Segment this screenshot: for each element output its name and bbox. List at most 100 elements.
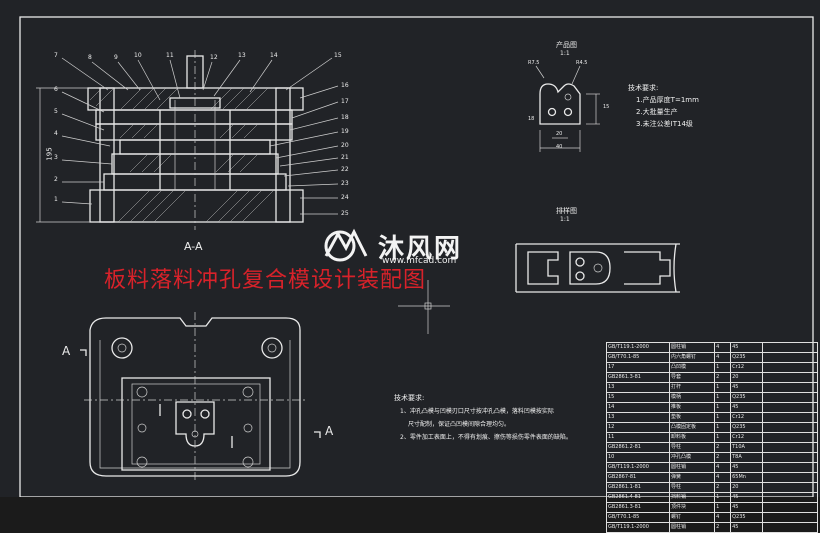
bom-cell: 14	[606, 402, 670, 413]
cursor-crosshair-icon	[398, 280, 450, 334]
bom-cell: GB2861.2-81	[606, 442, 670, 453]
bom-cell: GB/T70.1-85	[606, 512, 670, 523]
bom-cell	[761, 512, 819, 523]
drawing-title: 板料落料冲孔复合模设计装配图	[104, 268, 427, 293]
part-number: 4	[54, 130, 58, 137]
bom-cell	[761, 452, 819, 463]
part-number: 11	[166, 52, 174, 59]
part-number: 1	[54, 196, 58, 203]
bom-cell: T8A	[730, 452, 763, 463]
part-number: 20	[341, 142, 349, 149]
bom-cell	[761, 472, 819, 483]
bom-cell: 17	[606, 362, 670, 373]
bom-cell	[761, 442, 819, 453]
part-number: 8	[88, 54, 92, 61]
product-view-scale: 1:1	[560, 50, 570, 57]
bom-cell: 垫板	[668, 412, 716, 423]
bom-cell: Q235	[730, 392, 763, 403]
bom-cell: GB2861.3-81	[606, 502, 670, 513]
bom-cell	[761, 502, 819, 513]
product-dim: 20	[556, 131, 563, 137]
bom-cell	[761, 372, 819, 383]
bom-cell: 导柱	[668, 482, 716, 493]
bom-cell: Cr12	[730, 412, 763, 423]
bom-cell: 11	[606, 432, 670, 443]
product-dim: 15	[603, 104, 610, 110]
part-number: 14	[270, 52, 278, 59]
bom-cell: Q235	[730, 422, 763, 433]
bom-cell: 45	[730, 492, 763, 503]
bom-cell	[761, 422, 819, 433]
part-number: 9	[114, 54, 118, 61]
part-number: 5	[54, 108, 58, 115]
part-number: 12	[210, 54, 218, 61]
bom-cell	[761, 402, 819, 413]
bom-cell	[761, 522, 819, 533]
bom-cell: 凸模固定板	[668, 422, 716, 433]
part-number: 16	[341, 82, 349, 89]
part-number: 17	[341, 98, 349, 105]
product-view-title: 产品图	[556, 41, 577, 49]
tech-req-line: 2、零件加工表面上，不得有划痕、擦伤等损伤零件表面的缺陷。	[400, 434, 572, 441]
bom-cell	[761, 432, 819, 443]
bom-cell: 13	[606, 382, 670, 393]
bom-cell: 12	[606, 422, 670, 433]
part-number: 19	[341, 128, 349, 135]
product-dim: R7.5	[528, 60, 540, 66]
section-marker-right: A	[325, 424, 334, 438]
section-marker-left: A	[62, 344, 71, 358]
bom-cell: 导套	[668, 372, 716, 383]
watermark-logo-icon	[324, 228, 368, 262]
bom-cell: 2	[714, 522, 732, 533]
bom-cell: 4	[714, 462, 732, 473]
bom-cell: 凸凹模	[668, 362, 716, 373]
tech-req-line: 尺寸配制，保证凸凹模间隙合理均匀。	[408, 421, 511, 428]
part-number: 25	[341, 210, 349, 217]
strip-view-title: 排样图	[556, 207, 577, 215]
part-number: 7	[54, 52, 58, 59]
part-number: 2	[54, 176, 58, 183]
tech-req-heading: 技术要求:	[394, 394, 425, 402]
bom-cell	[761, 492, 819, 503]
bom-cell: 2	[714, 442, 732, 453]
bom-cell	[761, 382, 819, 393]
tech-req-line: 1.产品厚度T=1mm	[636, 96, 699, 104]
bom-cell: 2	[714, 372, 732, 383]
bom-cell: 1	[714, 432, 732, 443]
tech-req-heading: 技术要求:	[628, 84, 659, 92]
tech-requirements-top: 技术要求: 1.产品厚度T=1mm 2.大批量生产 3.未注公差IT14级	[628, 82, 699, 130]
bom-cell: 内六角螺钉	[668, 352, 716, 363]
tech-req-line: 2.大批量生产	[636, 108, 678, 116]
part-number: 6	[54, 86, 58, 93]
bom-cell: Cr12	[730, 432, 763, 443]
drawing-frame	[19, 16, 814, 497]
product-dim: R4.5	[576, 60, 588, 66]
bom-cell: 圆柱销	[668, 342, 716, 353]
bom-cell: 4	[714, 472, 732, 483]
bom-cell	[761, 482, 819, 493]
bom-cell	[761, 462, 819, 473]
overall-dimension: 195	[45, 147, 54, 161]
bom-cell: 20	[730, 482, 763, 493]
bom-cell: 45	[730, 522, 763, 533]
part-number: 23	[341, 180, 349, 187]
bom-cell: GB2861.1-81	[606, 482, 670, 493]
watermark: 沐风网 www.mfcad.com	[318, 226, 462, 266]
bom-cell: 圆柱销	[668, 462, 716, 473]
bom-cell: GB/T119.1-2000	[606, 462, 670, 473]
bom-cell: T10A	[730, 442, 763, 453]
part-number: 18	[341, 114, 349, 121]
bom-cell	[761, 342, 819, 353]
tech-req-line: 3.未注公差IT14级	[636, 120, 693, 128]
